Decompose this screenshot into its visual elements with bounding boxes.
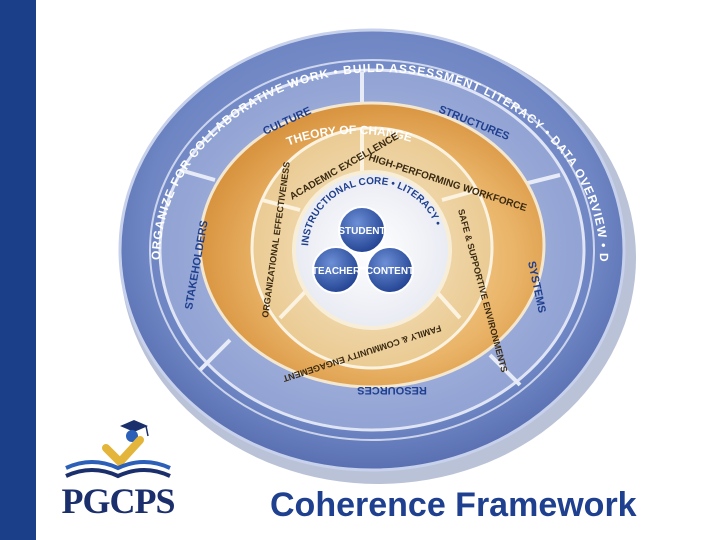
core-content: CONTENT <box>366 246 414 294</box>
left-accent-bar-edge <box>36 0 42 540</box>
pgcps-logo-text: PGCPS <box>61 481 175 521</box>
middle-resources-label: RESOURCES <box>357 384 427 396</box>
core-teacher: TEACHER <box>312 246 361 294</box>
core-student-label: STUDENT <box>338 226 385 237</box>
core-student: STUDENT <box>338 206 386 254</box>
slide-title: Coherence Framework <box>270 486 637 524</box>
inner-ring-dividers <box>261 130 479 320</box>
core-content-label: CONTENT <box>366 266 414 277</box>
core-teacher-label: TEACHER <box>312 266 361 277</box>
pgcps-logo: PGCPS <box>58 418 178 530</box>
pgcps-logo-mark <box>65 420 171 479</box>
outer-ring-inner-edge <box>149 59 595 441</box>
left-accent-bar <box>0 0 36 540</box>
